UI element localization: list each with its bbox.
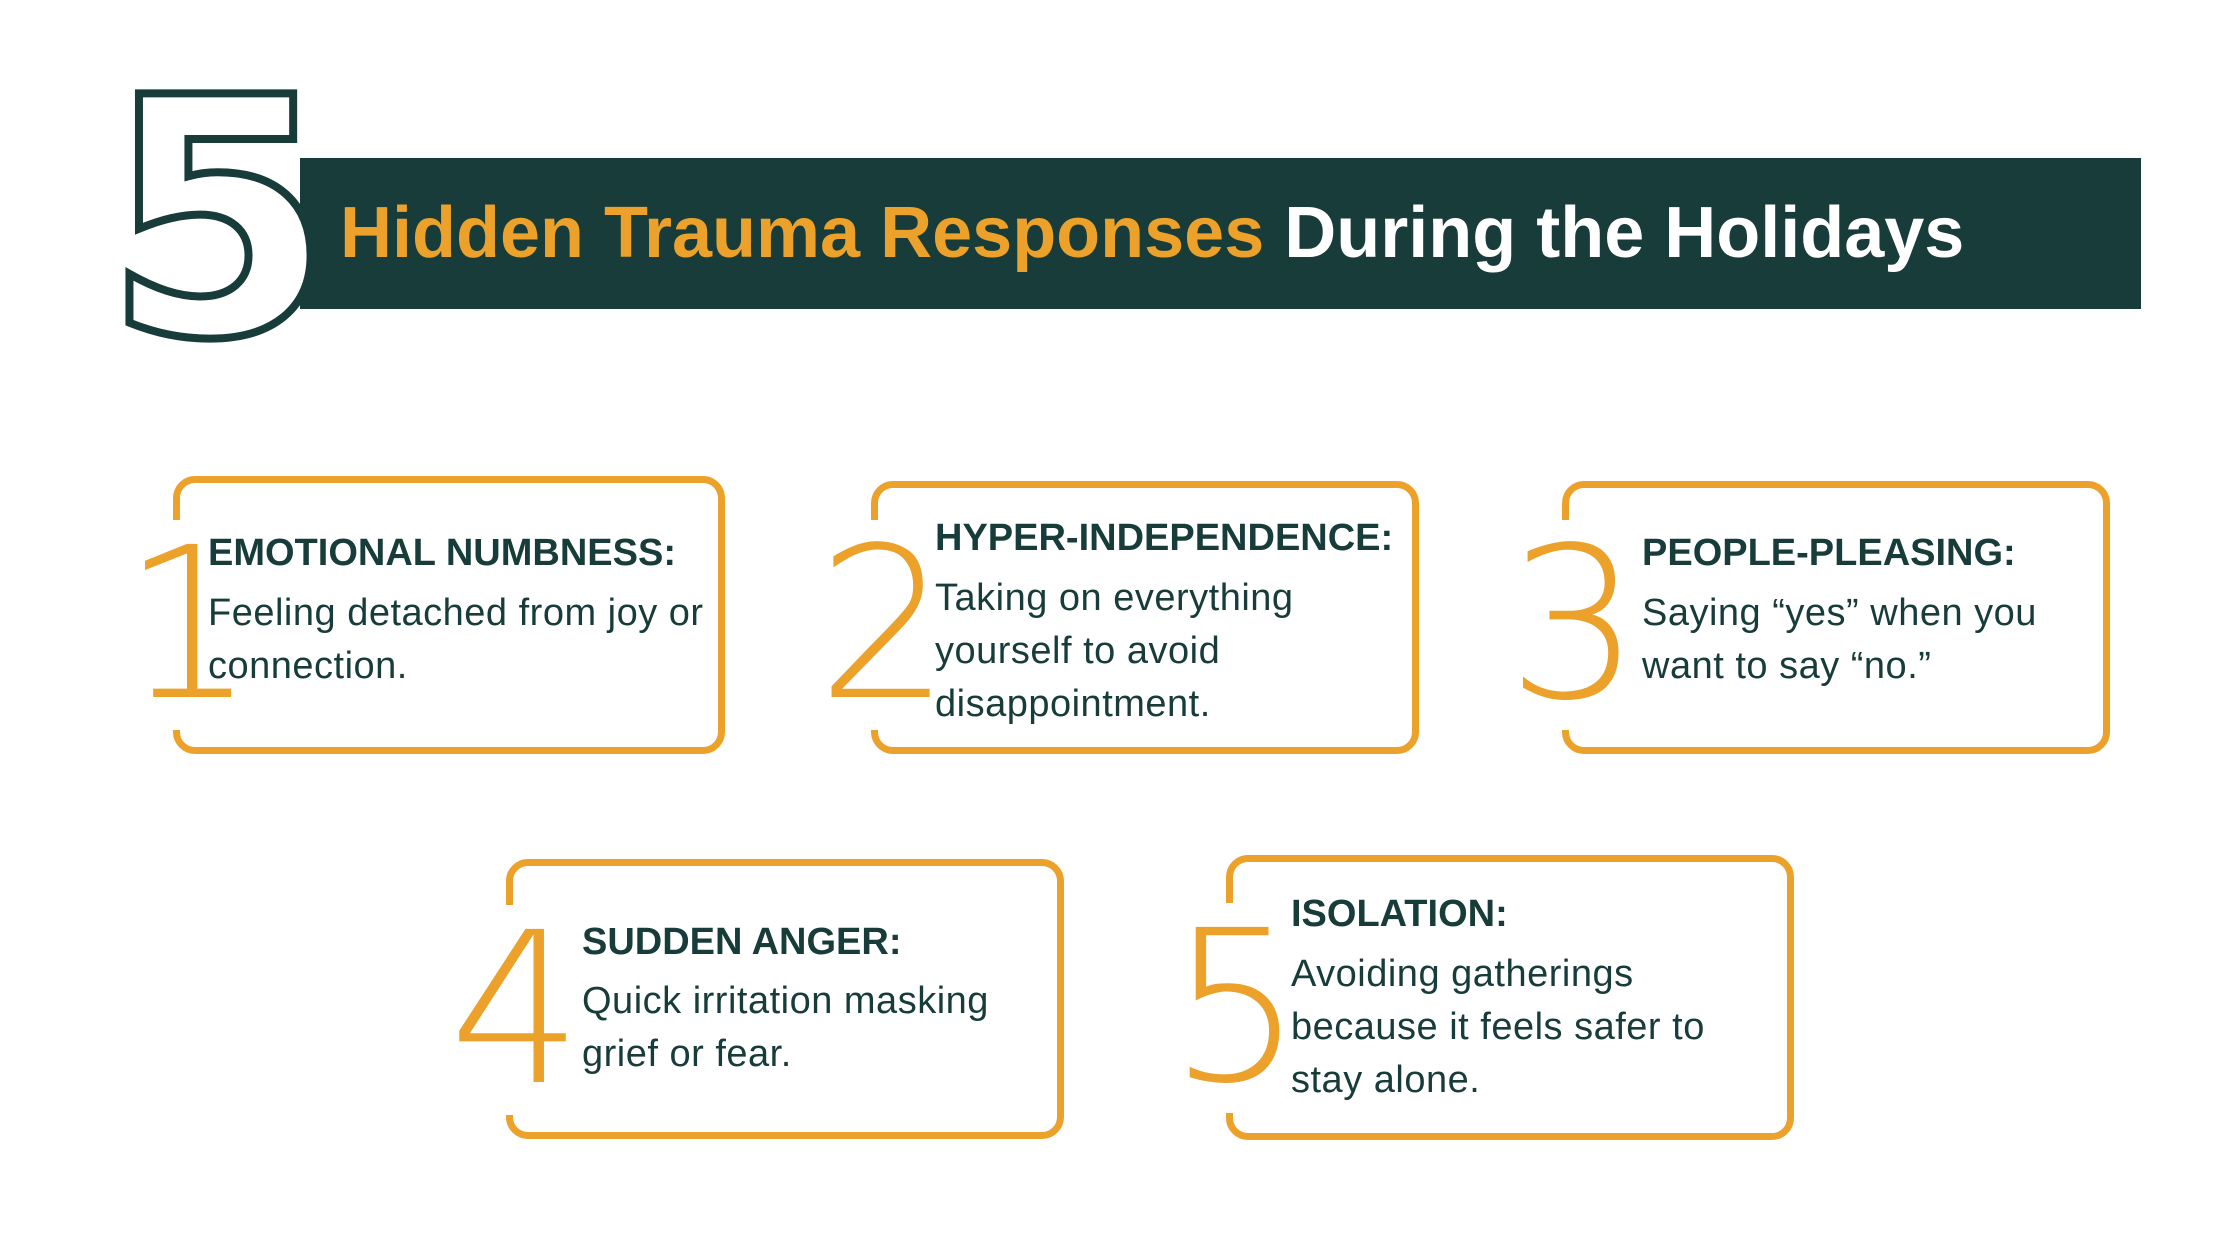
card-number-3: 3 [1503,520,1645,730]
card-text: Avoiding gatherings because it feels saf… [1291,953,1705,1101]
title-rest: During the Holidays [1284,193,1965,273]
card-title: EMOTIONAL NUMBNESS: [208,532,676,574]
card-title: HYPER-INDEPENDENCE: [935,517,1394,559]
card-text: Feeling detached from joy or connection. [208,592,704,687]
card-text: Taking on everything yourself to avoid d… [935,577,1294,725]
big-five-number: 5 [104,82,330,382]
card-number-4: 4 [445,905,587,1115]
card-emotional-numbness [173,476,725,754]
card-text: Quick irritation masking grief or fear. [582,980,989,1075]
card-title: ISOLATION: [1291,893,1508,935]
card-title: SUDDEN ANGER: [582,921,902,963]
card-title: PEOPLE-PLEASING: [1642,532,2016,574]
title-banner [300,158,2141,309]
page-title: Hidden Trauma Responses During the Holid… [340,158,1964,309]
card-number-5: 5 [1165,903,1307,1113]
title-accent: Hidden Trauma Responses [340,193,1265,273]
card-number-1: 1 [118,520,260,730]
card-text: Saying “yes” when you want to say “no.” [1642,592,2037,687]
card-number-2: 2 [813,520,955,730]
big-five-graphic: 5 [100,82,330,382]
